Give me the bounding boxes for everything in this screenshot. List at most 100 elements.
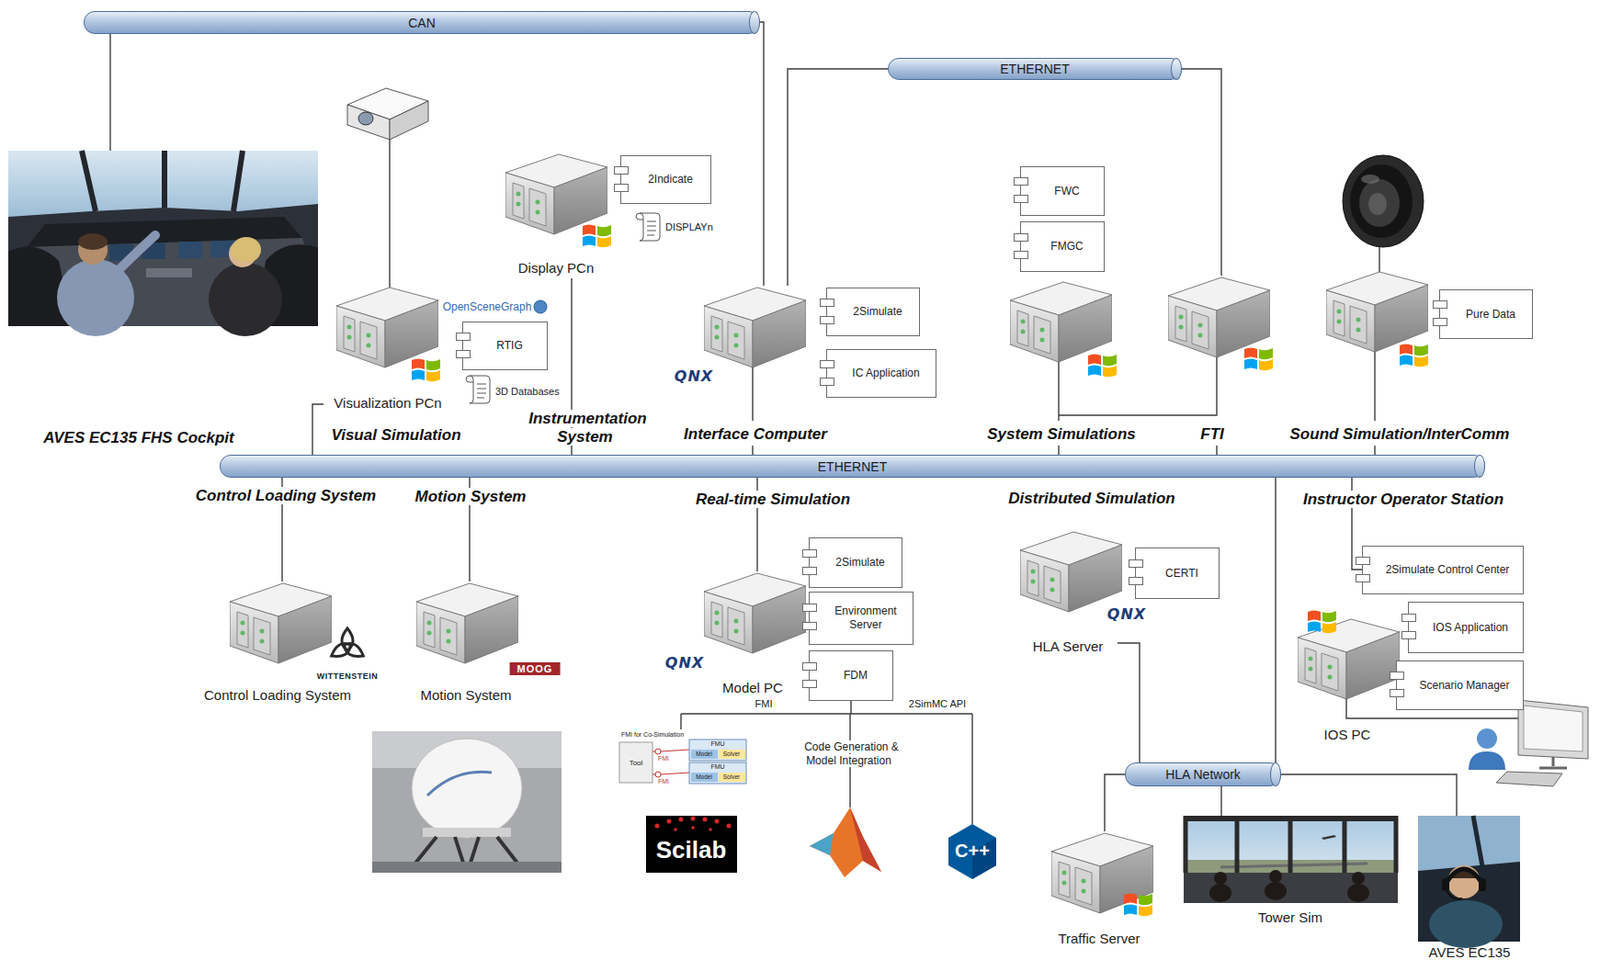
server-icon	[1297, 619, 1400, 700]
internal-wires-part	[1058, 357, 1217, 416]
windows-logo	[1088, 354, 1117, 378]
cockpit-photo-part	[78, 233, 108, 250]
operator-icon	[1468, 728, 1506, 771]
computer-node: FTI	[1168, 275, 1271, 446]
windows-logo	[582, 225, 612, 249]
scilab-logo-part	[673, 828, 678, 832]
label-holder: Distributed Simulation	[1005, 489, 1178, 509]
component-port	[819, 377, 835, 386]
component-port	[1389, 689, 1405, 698]
component-port	[613, 166, 629, 175]
tower-sim-photo-part	[1264, 882, 1287, 901]
wittenstein-symbol-part	[329, 640, 354, 661]
label-holder: Tool	[629, 759, 644, 769]
monitor-icon	[1496, 700, 1589, 787]
caption-holder: AVES EC135	[1429, 944, 1511, 962]
line-label: FMI	[755, 698, 773, 710]
network-link	[1104, 774, 1125, 832]
wittenstein-symbol	[329, 628, 367, 661]
speaker-icon	[1342, 155, 1424, 248]
bus-end-cap	[1170, 57, 1182, 80]
component-label: FMGC	[1041, 239, 1083, 254]
caption-holder: Tower Sim	[1258, 909, 1323, 927]
scilab-logo-part	[655, 824, 660, 829]
server-icon	[505, 154, 608, 235]
speaker-icon-part	[1359, 179, 1400, 227]
computer-node: Interface Computer	[677, 285, 834, 446]
bus-end-cap	[1474, 454, 1486, 478]
figure-text: Solver	[723, 773, 740, 781]
tower-sim-photo-part	[1347, 884, 1370, 903]
motion-system-photo-part	[372, 731, 562, 874]
scilab-logo	[646, 816, 738, 874]
line-label: Code Generation & Model Integration	[801, 740, 899, 768]
network-link	[1181, 68, 1222, 276]
bus-end-cap	[1270, 762, 1282, 787]
software-component: 2Simulate	[808, 537, 903, 589]
component-label: FDM	[834, 669, 868, 683]
fmi-cosimulation-figure-part	[691, 749, 718, 760]
network-link	[1274, 477, 1276, 763]
figure-text: Solver	[723, 750, 740, 758]
software-component: FDM	[808, 650, 894, 702]
internal-wires-part	[751, 367, 753, 421]
component-port	[819, 298, 835, 307]
motion-system-photo-part	[372, 862, 562, 874]
monitor-icon-part	[1518, 700, 1589, 760]
component-port	[802, 603, 818, 613]
component-port	[1013, 233, 1029, 242]
fmi-cosimulation-figure-part	[689, 762, 747, 784]
component-port	[1013, 177, 1029, 186]
caption-holder: Traffic Server	[1057, 930, 1140, 948]
software-component: FMGC	[1020, 221, 1105, 273]
cockpit-photo-part	[146, 268, 193, 278]
bus-label: HLA Network	[1165, 767, 1241, 783]
component-port	[1401, 613, 1417, 623]
label-holder: QNX	[665, 654, 704, 672]
label-holder: 2SimMC API	[908, 698, 966, 710]
motion-system-photo-part	[422, 828, 511, 838]
motion-system-photo-part	[413, 837, 520, 866]
label-holder: Instrumentation System	[517, 409, 656, 447]
server-icon	[1009, 282, 1113, 363]
matlab-logo	[809, 807, 882, 878]
component-port	[802, 549, 818, 558]
caption-holder: AVES EC135 FHS Cockpit	[43, 429, 235, 448]
cockpit-photo-part	[109, 235, 156, 280]
motion-system-photo-part	[411, 738, 522, 839]
component-port	[819, 316, 835, 325]
caption-holder: Control Loading System	[204, 687, 352, 704]
caption-holder: FTI	[1200, 425, 1225, 444]
component-label: 2Indicate	[638, 172, 693, 187]
projector-icon	[347, 88, 429, 140]
computer-node: Control Loading System	[200, 581, 357, 708]
aves-ec135-photo-part	[1473, 816, 1483, 867]
computer-caption: Display PCn	[518, 260, 595, 276]
component-label: 2Simulate	[843, 305, 902, 319]
photo-node: AVES EC135	[1418, 816, 1521, 964]
server-icon	[1020, 532, 1123, 613]
windows-logos	[411, 225, 1429, 918]
logo-text: WITTENSTEIN	[317, 671, 379, 681]
internal-wires-part	[1373, 351, 1375, 421]
component-port	[819, 360, 835, 369]
computer-node: Model PC	[703, 571, 806, 699]
windows-logo	[1244, 348, 1273, 372]
component-port	[1355, 574, 1371, 583]
label-holder: OpenSceneGraph	[442, 300, 533, 314]
document-icon	[464, 373, 492, 407]
document-sheet	[469, 375, 490, 404]
component-label: Environment Server	[819, 604, 903, 633]
network-link	[109, 34, 111, 151]
section-label: Motion System	[412, 487, 530, 506]
document-sheet	[639, 213, 660, 241]
scilab-logo-part	[691, 817, 696, 822]
cockpit-photo-part	[208, 262, 283, 337]
section-label: Visual Simulation	[328, 426, 464, 444]
network-link	[1281, 774, 1457, 817]
computer-caption: System Simulations	[987, 425, 1136, 443]
monitor-icon-part	[1496, 771, 1563, 787]
label-holder: Motion System	[412, 487, 530, 507]
